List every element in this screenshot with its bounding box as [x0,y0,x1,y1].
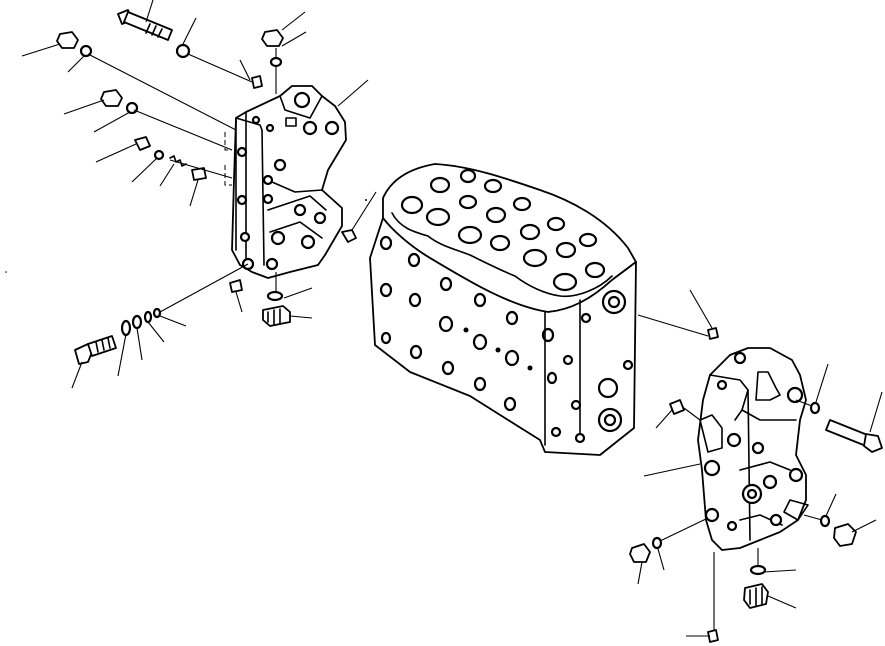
plug-top-cover [261,29,284,68]
washer-top [175,43,191,59]
plug-left-mid [100,89,139,115]
o-ring-lower [266,290,284,302]
side-face-ports [544,289,634,446]
top-face-ports [400,168,606,292]
small-plug-right [341,229,357,243]
small-plug-right-mid [669,399,685,415]
assembly-lines [87,48,823,630]
left-fasteners [56,9,357,365]
washer-right [809,401,821,415]
plug-spring-set [134,136,207,181]
small-plug-bottom [707,629,719,643]
left-end-cover [224,85,347,279]
tie-bolt-top [117,9,173,41]
tie-bolt-right [825,419,883,453]
small-plug-right-top [707,327,719,340]
stray-mark [5,271,7,273]
right-end-cover [697,347,809,551]
main-valve-block [369,163,637,456]
o-ring-bottom [749,564,767,576]
callout-leaders [21,0,883,637]
plug-bottom [743,583,769,609]
stray-mark [365,199,367,201]
relief-valve [74,307,162,365]
plug-lower [262,305,291,327]
small-plug-below [229,279,243,293]
plug-right [833,523,857,547]
small-plug-top [251,75,263,89]
front-face-ports [379,235,558,412]
plug-upper-left [56,31,93,58]
plug-left-of-cover [629,536,663,563]
o-ring-right [819,514,831,528]
